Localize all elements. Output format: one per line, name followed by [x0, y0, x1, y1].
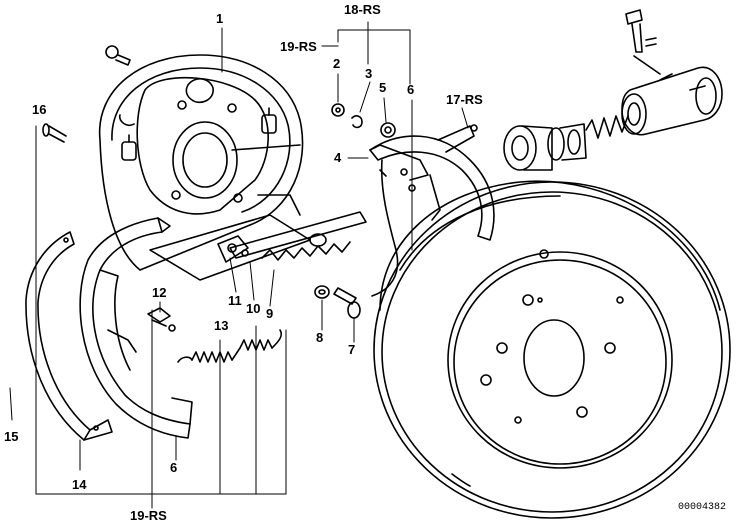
- brake-lining: [25, 231, 113, 441]
- part-label-6-bottom: 6: [170, 460, 178, 475]
- document-number: 00004382: [678, 502, 727, 513]
- part-label-18-rs: 18-RS: [344, 2, 381, 17]
- part-label-12: 12: [152, 285, 167, 300]
- leader-lines: [9, 21, 469, 509]
- backing-plate-bolt: [105, 45, 131, 66]
- part-label-19-rs-top: 19-RS: [280, 39, 317, 54]
- hold-down-spring: [147, 307, 176, 332]
- part-label-15: 15: [4, 429, 19, 444]
- part-label-4: 4: [334, 150, 342, 165]
- brake-shoe-left: [79, 217, 193, 439]
- brake-shoe-right: [369, 135, 495, 297]
- part-label-3: 3: [365, 66, 373, 81]
- part-label-11: 11: [228, 293, 242, 308]
- part-label-2: 2: [333, 56, 341, 71]
- part-label-8: 8: [316, 330, 324, 345]
- anchor-pins: [121, 107, 277, 161]
- adjuster-strut: [217, 211, 367, 263]
- wheel-cylinder: [621, 66, 723, 136]
- small-hardware: [331, 103, 396, 138]
- part-label-6-top: 6: [407, 82, 415, 97]
- part-label-10: 10: [246, 301, 261, 316]
- return-spring: [177, 329, 283, 363]
- part-label-16: 16: [32, 102, 47, 117]
- part-label-1: 1: [216, 11, 224, 26]
- brake-drum: [373, 180, 731, 519]
- bleeder-screw: [625, 9, 661, 75]
- part-label-5: 5: [379, 80, 387, 95]
- drum-bolt: [333, 287, 361, 319]
- part-label-14: 14: [72, 477, 87, 492]
- part-label-9: 9: [266, 306, 274, 321]
- shoe-retaining-pin: [42, 123, 67, 143]
- drum-nut: [314, 285, 330, 299]
- piston-spring-assembly: [503, 115, 629, 171]
- part-label-19-rs-bottom: 19-RS: [130, 508, 167, 523]
- part-label-17-rs: 17-RS: [446, 92, 483, 107]
- part-label-13: 13: [214, 318, 229, 333]
- part-label-7: 7: [348, 342, 356, 357]
- adjuster-lever: [437, 124, 478, 153]
